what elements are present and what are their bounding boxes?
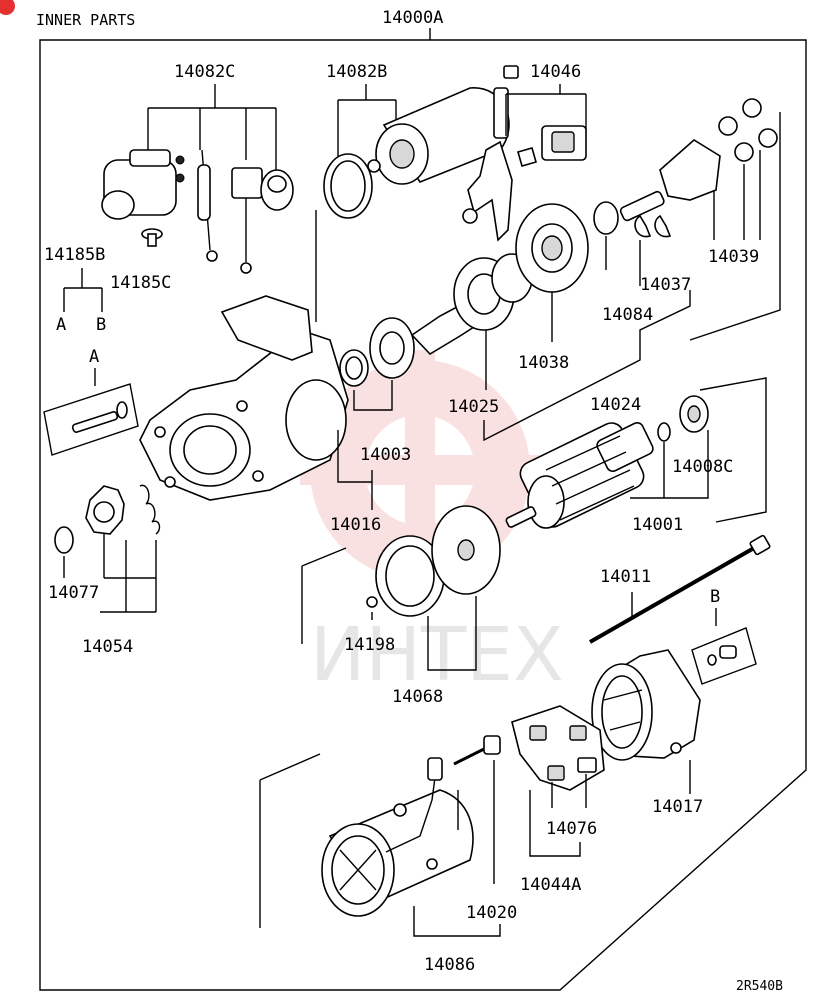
armature-part — [505, 421, 654, 529]
label-14025: 14025 — [448, 397, 499, 417]
leader-14016 — [337, 430, 373, 510]
label-14024: 14024 — [590, 395, 641, 415]
brush-lead-part — [453, 735, 501, 766]
leader-14001 — [630, 430, 709, 499]
yoke-lead-part — [385, 757, 443, 853]
switch-body-part — [101, 149, 185, 220]
lever-part — [462, 140, 513, 242]
label-14044A: 14044A — [520, 875, 581, 895]
plate-part — [431, 505, 501, 595]
label-14082C: 14082C — [174, 62, 235, 82]
boot-part — [260, 169, 294, 211]
label-B-ref: B — [96, 315, 106, 335]
ball-14198-part — [366, 596, 378, 608]
planet-gears-part — [718, 98, 778, 162]
yoke-part — [321, 789, 474, 917]
label-14068: 14068 — [392, 687, 443, 707]
detail-B-box — [691, 627, 757, 685]
retaining-ring-part — [54, 526, 74, 554]
label-14011: 14011 — [600, 567, 651, 587]
leader-14054 — [100, 540, 157, 613]
frame-14198 — [301, 547, 373, 644]
label-14077: 14077 — [48, 583, 99, 603]
leader-14082B — [337, 84, 397, 160]
label-14017: 14017 — [652, 797, 703, 817]
label-14016: 14016 — [330, 515, 381, 535]
label-14037: 14037 — [640, 275, 691, 295]
lead-wire-part — [197, 149, 218, 262]
label-14046: 14046 — [530, 62, 581, 82]
label-14003: 14003 — [360, 445, 411, 465]
label-14084: 14084 — [602, 305, 653, 325]
leader-14046 — [505, 84, 587, 136]
watermark-text: ИНТЕХ — [310, 612, 564, 698]
retainer-part — [517, 125, 587, 167]
leader-14044A — [529, 790, 581, 857]
leader-14082C — [147, 84, 277, 170]
label-14198: 14198 — [344, 635, 395, 655]
label-14185C: 14185C — [110, 273, 171, 293]
output-shaft-part — [410, 139, 721, 356]
label-14076: 14076 — [546, 819, 597, 839]
through-bolt-part — [589, 534, 771, 644]
solenoid-part — [367, 65, 519, 185]
figure-code: 2R540B — [736, 979, 783, 994]
section-title: INNER PARTS — [36, 11, 135, 29]
washer-14084-part — [593, 201, 672, 238]
label-14039: 14039 — [708, 247, 759, 267]
leader-14068 — [427, 596, 477, 671]
pinion-gear-part — [85, 485, 125, 535]
leader-14003-bracket — [353, 380, 393, 411]
screw-14185C — [141, 228, 163, 247]
leader-14076 — [551, 774, 587, 808]
bearing-14008C-part — [657, 395, 709, 442]
corner-marker-icon — [0, 0, 15, 15]
label-14020: 14020 — [466, 903, 517, 923]
leader-14086 — [259, 753, 501, 937]
plunger-ring-part — [323, 153, 373, 219]
label-14001: 14001 — [632, 515, 683, 535]
leaders-shaft — [483, 290, 691, 442]
label-14008C: 14008C — [672, 457, 733, 477]
terminal-part — [231, 167, 263, 274]
assembly-frame — [39, 28, 807, 991]
internal-gear-part — [515, 203, 589, 293]
leader-14020 — [457, 760, 495, 884]
detail-A-box — [43, 383, 139, 456]
label-A-detail: A — [89, 347, 99, 367]
assembly-number: 14000A — [382, 8, 443, 28]
label-14086: 14086 — [424, 955, 475, 975]
leader-14077 — [63, 534, 156, 579]
bearing-14003-part — [339, 317, 415, 387]
label-A-ref: A — [56, 315, 66, 335]
label-14054: 14054 — [82, 637, 133, 657]
yoke-ring-part — [375, 535, 445, 617]
label-14038: 14038 — [518, 353, 569, 373]
leaders-planetary — [605, 150, 761, 286]
label-B-detail: B — [710, 587, 720, 607]
frame-planetary — [689, 112, 781, 341]
brush-holder-part — [511, 705, 605, 791]
frame-14008C — [699, 377, 767, 523]
label-14185B: 14185B — [44, 245, 105, 265]
label-14082B: 14082B — [326, 62, 387, 82]
rear-bracket-part — [591, 649, 701, 761]
drive-housing-part — [139, 295, 349, 501]
watermark-gear — [300, 350, 540, 590]
leader-14185B — [63, 268, 103, 312]
spring-part — [139, 484, 161, 535]
